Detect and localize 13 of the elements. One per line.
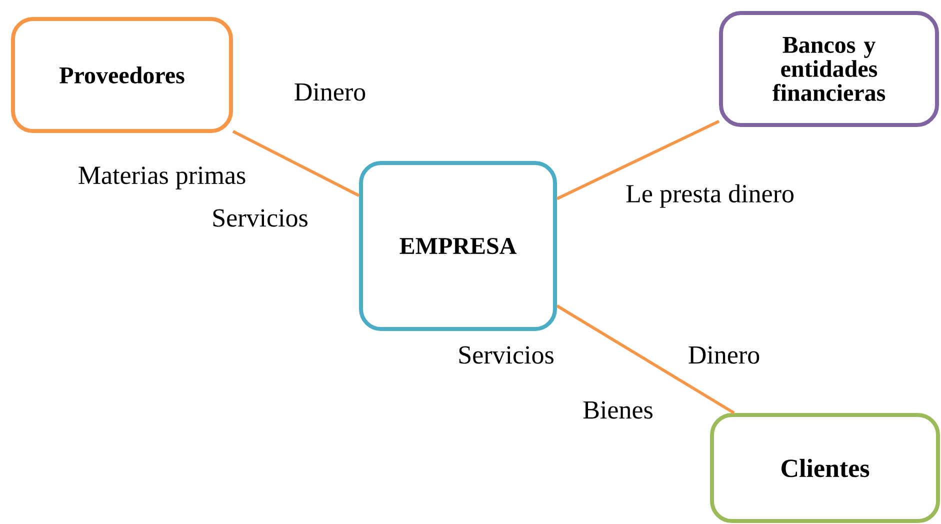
flow-label: Servicios [213, 209, 308, 227]
connector-line [556, 120, 720, 200]
connector-line [232, 130, 360, 197]
node-box: Proveedores [11, 17, 233, 133]
flow-label: Bienes [583, 401, 652, 419]
node-box: Clientes [710, 413, 940, 523]
node-box: Bancos y entidades financieras [719, 11, 940, 127]
node-box: EMPRESA [359, 161, 557, 331]
flow-label: Dinero [294, 83, 366, 101]
connector-line [556, 304, 735, 414]
flow-label: Materias primas [78, 166, 246, 190]
flow-label: Le presta dinero [626, 184, 794, 208]
flow-label: Dinero [688, 346, 760, 364]
